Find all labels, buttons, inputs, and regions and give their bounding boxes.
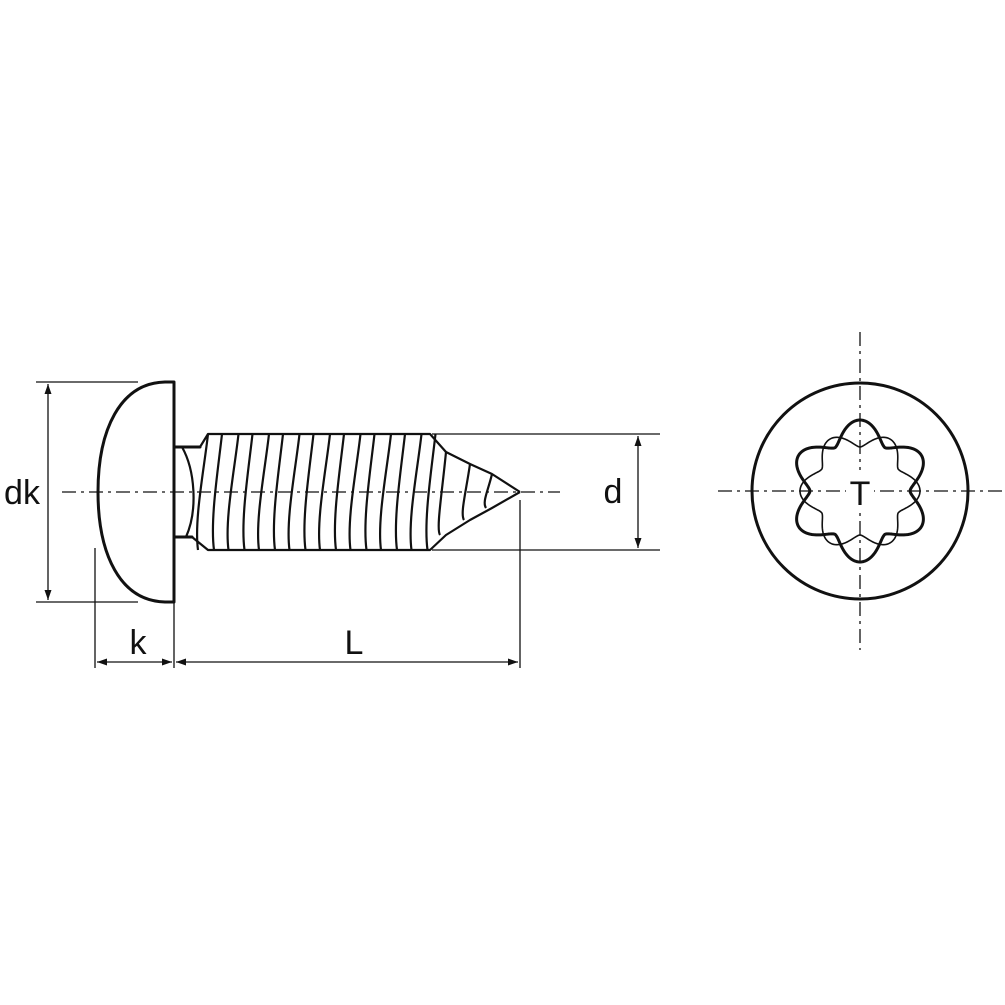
thread-flank bbox=[333, 433, 346, 551]
dimension-L: L bbox=[176, 500, 521, 668]
thread-flank bbox=[303, 433, 315, 551]
thread-flanks bbox=[181, 433, 494, 551]
thread-flank bbox=[317, 433, 332, 551]
thread-flank-tip bbox=[461, 463, 472, 521]
thread-flank bbox=[242, 433, 254, 551]
dimension-dk: dk bbox=[2, 381, 138, 603]
dimension-k: k bbox=[94, 548, 175, 668]
thread-flank bbox=[425, 433, 437, 551]
label-k: k bbox=[130, 624, 148, 662]
thread-flank bbox=[378, 433, 393, 551]
dimension-d: d bbox=[432, 433, 660, 551]
thread-flank bbox=[256, 433, 271, 551]
thread-flank bbox=[409, 433, 423, 551]
thread-flank bbox=[226, 433, 240, 551]
shank-edge bbox=[181, 446, 195, 538]
torx-drive-inner-edge bbox=[799, 436, 921, 546]
thread-flank bbox=[272, 433, 285, 551]
thread-flank-tip bbox=[483, 473, 494, 509]
thread-flank bbox=[364, 433, 376, 551]
thread-flank bbox=[195, 433, 210, 551]
head-outer-circle bbox=[750, 381, 970, 601]
thread-flank bbox=[394, 433, 407, 551]
thread-flank-tip bbox=[437, 451, 448, 536]
screw-head bbox=[96, 380, 176, 604]
side-view bbox=[62, 380, 560, 604]
label-drive-T: T bbox=[850, 475, 871, 513]
thread-flank bbox=[287, 433, 301, 551]
end-view: T bbox=[718, 332, 1002, 650]
thread-flank bbox=[348, 433, 362, 551]
torx-drive-recess bbox=[795, 418, 925, 564]
label-dk: dk bbox=[4, 474, 41, 512]
label-L: L bbox=[345, 624, 364, 662]
thread-flank bbox=[211, 433, 224, 551]
label-d: d bbox=[604, 473, 623, 511]
